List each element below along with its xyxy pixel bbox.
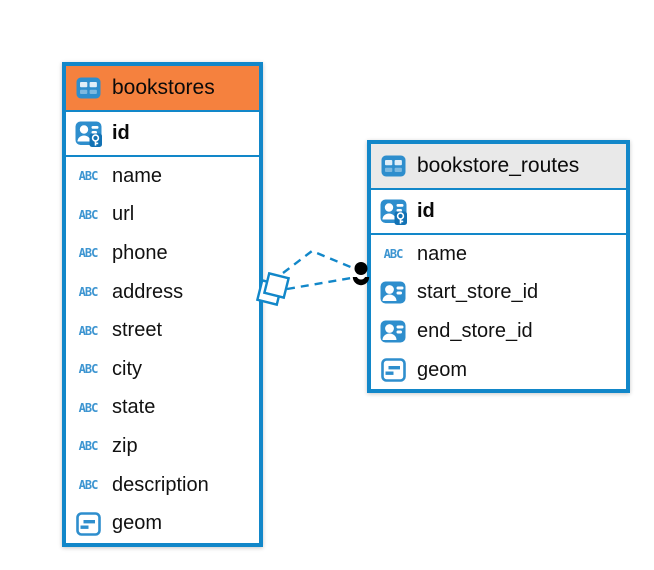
foreign-key-icon — [379, 320, 407, 343]
text-type-icon: ABC — [383, 247, 404, 262]
table-header[interactable]: bookstore_routes — [371, 144, 626, 190]
text-type-icon: ABC — [78, 246, 99, 261]
column-name: state — [112, 396, 156, 419]
table-row[interactable]: ABC description — [66, 465, 259, 505]
relationship-line — [286, 276, 352, 291]
table-row[interactable]: ABC phone — [66, 234, 259, 273]
column-name: id — [112, 122, 130, 144]
column-name: url — [112, 203, 135, 226]
column-name: street — [112, 319, 163, 342]
table-row[interactable]: ABC name — [66, 157, 259, 196]
column-name: name — [112, 164, 163, 187]
column-name: geom — [112, 512, 163, 535]
column-name: city — [112, 357, 142, 380]
column-name: geom — [417, 358, 468, 381]
table-row[interactable]: ABC state — [66, 388, 259, 428]
text-type-icon: ABC — [78, 323, 99, 338]
table-row[interactable]: ABC zip — [66, 427, 259, 466]
table-header[interactable]: bookstores — [66, 66, 259, 112]
relationship-line — [282, 249, 354, 274]
primary-key-icon — [74, 120, 102, 147]
text-type-icon: ABC — [78, 439, 99, 454]
text-type-icon: ABC — [78, 169, 99, 184]
table-row[interactable]: geom — [371, 350, 626, 390]
relationship-connector[interactable] — [255, 249, 370, 307]
table-row[interactable]: end_store_id — [371, 312, 626, 351]
table-row[interactable]: ABC name — [371, 235, 626, 274]
text-type-icon: ABC — [78, 478, 99, 493]
geometry-type-icon — [74, 511, 102, 536]
table-row[interactable]: ABC address — [66, 272, 259, 312]
table-row[interactable]: id — [371, 190, 626, 235]
column-name: address — [112, 280, 184, 303]
column-name: phone — [112, 241, 168, 264]
column-name: name — [417, 242, 468, 265]
table-bookstores[interactable]: bookstores id ABC name — [62, 62, 263, 547]
column-name: end_store_id — [417, 319, 533, 342]
table-row[interactable]: id — [66, 112, 259, 157]
column-name: start_store_id — [417, 281, 539, 304]
text-type-icon: ABC — [78, 207, 99, 222]
table-row[interactable]: start_store_id — [371, 273, 626, 313]
table-icon — [74, 77, 102, 99]
text-type-icon: ABC — [78, 362, 99, 377]
table-bookstore-routes[interactable]: bookstore_routes id ABC name — [367, 140, 630, 394]
table-row[interactable]: geom — [66, 504, 259, 543]
text-type-icon: ABC — [78, 285, 99, 300]
column-name: id — [417, 200, 435, 222]
table-row[interactable]: ABC url — [66, 195, 259, 235]
table-icon — [379, 155, 407, 177]
text-type-icon: ABC — [78, 400, 99, 415]
table-row[interactable]: ABC street — [66, 311, 259, 350]
primary-key-icon — [379, 198, 407, 225]
table-row[interactable]: ABC city — [66, 349, 259, 389]
geometry-type-icon — [379, 358, 407, 382]
column-name: zip — [112, 434, 138, 457]
column-name: description — [112, 473, 209, 496]
foreign-key-icon — [379, 281, 407, 304]
table-title: bookstores — [112, 76, 215, 99]
table-title: bookstore_routes — [417, 154, 580, 177]
